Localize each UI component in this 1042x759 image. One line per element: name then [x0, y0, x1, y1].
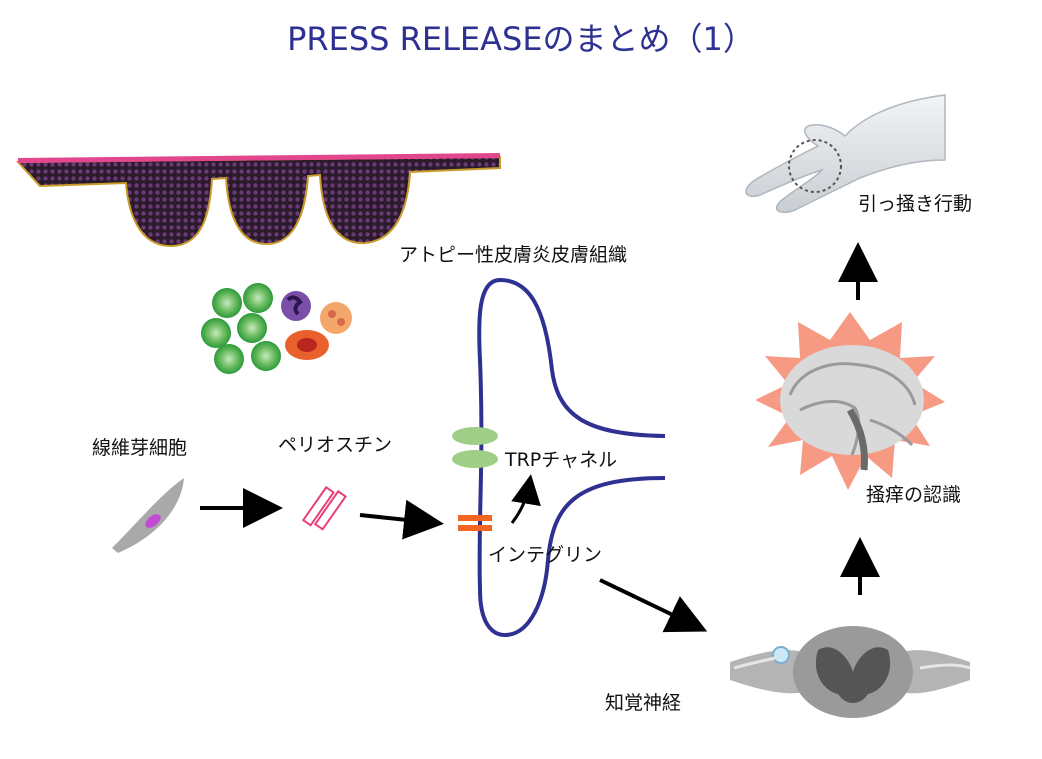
arrow-integrin-to-trp	[510, 474, 541, 524]
atopic-skin-tissue-image	[15, 153, 501, 248]
label-scratching-behavior: 引っ掻き行動	[858, 193, 973, 215]
arrow-to-sensory-nerve	[599, 578, 708, 633]
label-sensory-nerve: 知覚神経	[605, 692, 682, 714]
page-title: PRESS RELEASEのまとめ（1）	[287, 20, 755, 58]
label-integrin: インテグリン	[488, 544, 603, 566]
trp-channel-shape	[452, 427, 498, 468]
label-atopic-skin-tissue: アトピー性皮膚炎皮膚組織	[399, 244, 628, 266]
integrin-receptor-shape	[458, 515, 492, 531]
label-fibroblast: 線維芽細胞	[92, 437, 188, 459]
periostin-protein-image	[301, 485, 347, 531]
brain-image	[755, 312, 945, 490]
arrow-periostin-to-integrin	[359, 499, 444, 540]
spinal-cord-image	[730, 626, 971, 718]
fibroblast-cell-image	[112, 478, 184, 553]
immune-cells-image	[201, 283, 352, 374]
label-itch-recognition: 掻痒の認識	[866, 484, 962, 506]
label-trp-channel: TRPチャネル	[505, 449, 618, 471]
scratching-hand-image	[745, 94, 946, 214]
label-periostin: ペリオスチン	[278, 434, 393, 456]
